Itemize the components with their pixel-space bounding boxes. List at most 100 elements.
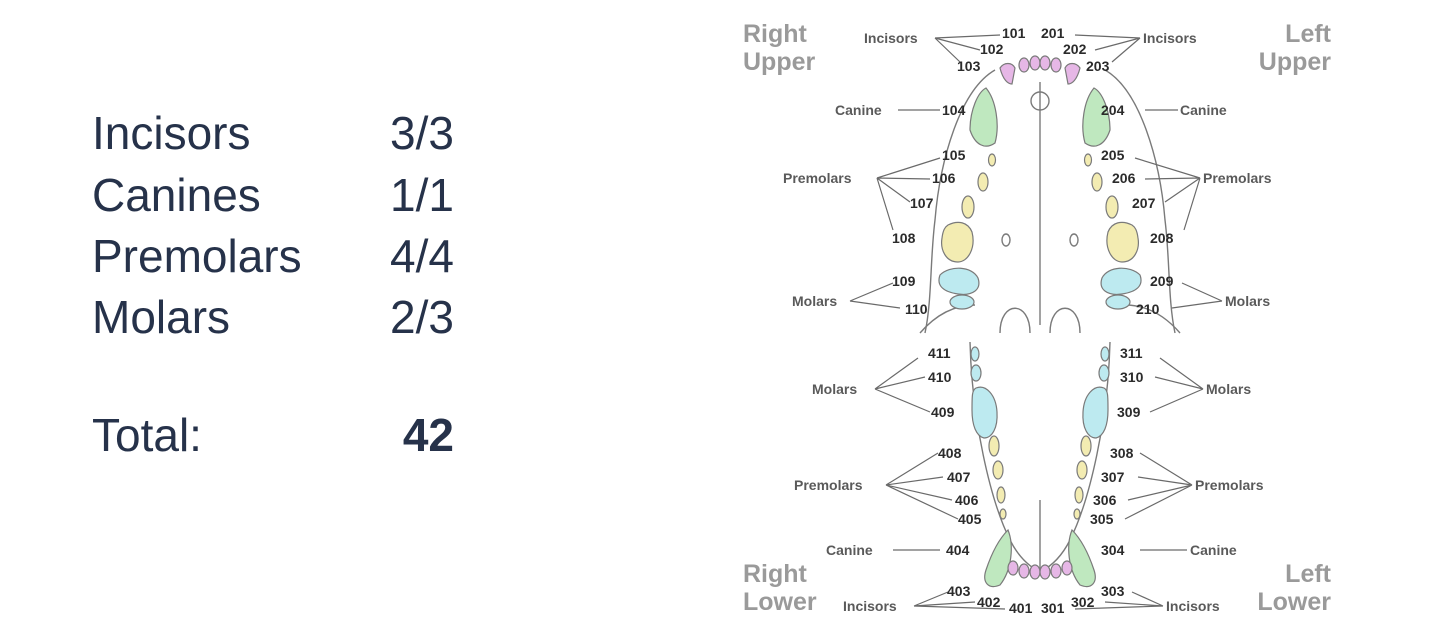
tooth-106 bbox=[977, 172, 989, 192]
tooth-311 bbox=[1100, 346, 1110, 362]
tooth-107 bbox=[961, 195, 975, 219]
tooth-number: 311 bbox=[1120, 345, 1143, 361]
tooth-105 bbox=[987, 153, 997, 167]
formula-value: 2/3 bbox=[390, 291, 454, 343]
tooth-103 bbox=[999, 62, 1016, 85]
lower-canines bbox=[984, 528, 1096, 588]
quadrant-left-upper-line1: Left bbox=[1285, 20, 1332, 48]
tooth-402 bbox=[1018, 563, 1030, 579]
soft-palate-outline bbox=[919, 304, 1181, 334]
tooth-number: 210 bbox=[1136, 301, 1160, 317]
tooth-410 bbox=[970, 364, 982, 382]
tooth-number: 205 bbox=[1101, 147, 1125, 163]
tooth-206 bbox=[1091, 172, 1103, 192]
tooth-208 bbox=[1106, 221, 1139, 263]
group-label-lower-right-premolars: Premolars bbox=[794, 477, 863, 493]
tooth-number: 206 bbox=[1112, 170, 1136, 186]
tooth-number: 308 bbox=[1110, 445, 1134, 461]
tooth-209 bbox=[1100, 267, 1142, 295]
tooth-number: 304 bbox=[1101, 542, 1125, 558]
tooth-404 bbox=[984, 528, 1012, 588]
tooth-number: 103 bbox=[957, 58, 981, 74]
tooth-number: 207 bbox=[1132, 195, 1156, 211]
tooth-203 bbox=[1064, 62, 1081, 85]
tooth-number: 406 bbox=[955, 492, 979, 508]
total-value: 42 bbox=[402, 409, 454, 461]
formula-label: Incisors bbox=[92, 107, 251, 159]
tooth-301 bbox=[1039, 564, 1051, 580]
formula-row-canines: Canines 1/1 bbox=[92, 164, 472, 226]
formula-value: 3/3 bbox=[390, 107, 454, 159]
upper-incisors bbox=[999, 55, 1081, 85]
group-label-lower-right-canine: Canine bbox=[826, 542, 873, 558]
tooth-304 bbox=[1068, 528, 1096, 588]
tooth-401 bbox=[1029, 564, 1041, 580]
tooth-number: 405 bbox=[958, 511, 982, 527]
tooth-number: 407 bbox=[947, 469, 971, 485]
lower-incisors bbox=[1007, 560, 1073, 580]
tooth-number: 307 bbox=[1101, 469, 1125, 485]
tooth-number: 402 bbox=[977, 594, 1001, 610]
tooth-number: 404 bbox=[946, 542, 970, 558]
tooth-202 bbox=[1050, 57, 1062, 73]
tooth-number: 208 bbox=[1150, 230, 1174, 246]
tooth-number: 204 bbox=[1101, 102, 1125, 118]
tooth-108 bbox=[941, 221, 974, 263]
quadrant-left-lower-line2: Lower bbox=[1257, 588, 1331, 616]
formula-label: Premolars bbox=[92, 230, 302, 282]
tooth-number: 410 bbox=[928, 369, 952, 385]
quadrant-right-upper-line2: Upper bbox=[743, 48, 816, 76]
tooth-309 bbox=[1082, 386, 1109, 439]
total-label: Total: bbox=[92, 409, 202, 461]
formula-value: 4/4 bbox=[390, 230, 454, 282]
group-label-upper-right-canine: Canine bbox=[835, 102, 882, 118]
formula-label: Canines bbox=[92, 169, 261, 221]
formula-label: Molars bbox=[92, 291, 231, 343]
tooth-308 bbox=[1080, 435, 1092, 457]
incisive-papilla bbox=[1030, 91, 1050, 111]
formula-row-molars: Molars 2/3 bbox=[92, 286, 472, 348]
tooth-number: 411 bbox=[928, 345, 951, 361]
tooth-number: 108 bbox=[892, 230, 916, 246]
tooth-number: 401 bbox=[1009, 600, 1033, 616]
tooth-305 bbox=[1073, 508, 1081, 520]
tooth-201 bbox=[1039, 55, 1051, 71]
group-label-upper-left-canine: Canine bbox=[1180, 102, 1227, 118]
group-label-lower-left-premolars: Premolars bbox=[1195, 477, 1264, 493]
tooth-number: 104 bbox=[942, 102, 966, 118]
quadrant-right-lower-line1: Right bbox=[743, 560, 808, 588]
tooth-405 bbox=[999, 508, 1007, 520]
group-label-lower-left-incisors: Incisors bbox=[1166, 598, 1220, 614]
tooth-302 bbox=[1050, 563, 1062, 579]
tooth-310 bbox=[1098, 364, 1110, 382]
tooth-number: 105 bbox=[942, 147, 966, 163]
tooth-411 bbox=[970, 346, 980, 362]
quadrant-left-lower-line1: Left bbox=[1285, 560, 1332, 588]
tooth-number: 303 bbox=[1101, 583, 1125, 599]
tooth-207 bbox=[1105, 195, 1119, 219]
tooth-number: 306 bbox=[1093, 492, 1117, 508]
tooth-number: 301 bbox=[1041, 600, 1065, 616]
tooth-406 bbox=[996, 486, 1006, 504]
upper-premolars bbox=[941, 153, 1139, 263]
tooth-number: 107 bbox=[910, 195, 934, 211]
tooth-number: 403 bbox=[947, 583, 971, 599]
tooth-number: 302 bbox=[1071, 594, 1095, 610]
palatine-foramen-left bbox=[1069, 233, 1079, 247]
group-label-lower-left-canine: Canine bbox=[1190, 542, 1237, 558]
group-label-upper-left-incisors: Incisors bbox=[1143, 30, 1197, 46]
group-label-lower-right-molars: Molars bbox=[812, 381, 857, 397]
tooth-number: 310 bbox=[1120, 369, 1144, 385]
group-label-upper-right-premolars: Premolars bbox=[783, 170, 852, 186]
lower-premolars bbox=[988, 435, 1092, 520]
tooth-number: 209 bbox=[1150, 273, 1174, 289]
group-label-lower-right-incisors: Incisors bbox=[843, 598, 897, 614]
group-label-lower-left-molars: Molars bbox=[1206, 381, 1251, 397]
group-label-upper-left-premolars: Premolars bbox=[1203, 170, 1272, 186]
dental-chart: Right Upper Left Upper Right Lower Left … bbox=[743, 20, 1332, 616]
tooth-407 bbox=[992, 460, 1004, 480]
upper-jaw-outline bbox=[924, 69, 1176, 334]
tooth-210 bbox=[1105, 294, 1131, 310]
teeth-shapes bbox=[938, 55, 1142, 588]
tooth-409 bbox=[971, 386, 998, 439]
